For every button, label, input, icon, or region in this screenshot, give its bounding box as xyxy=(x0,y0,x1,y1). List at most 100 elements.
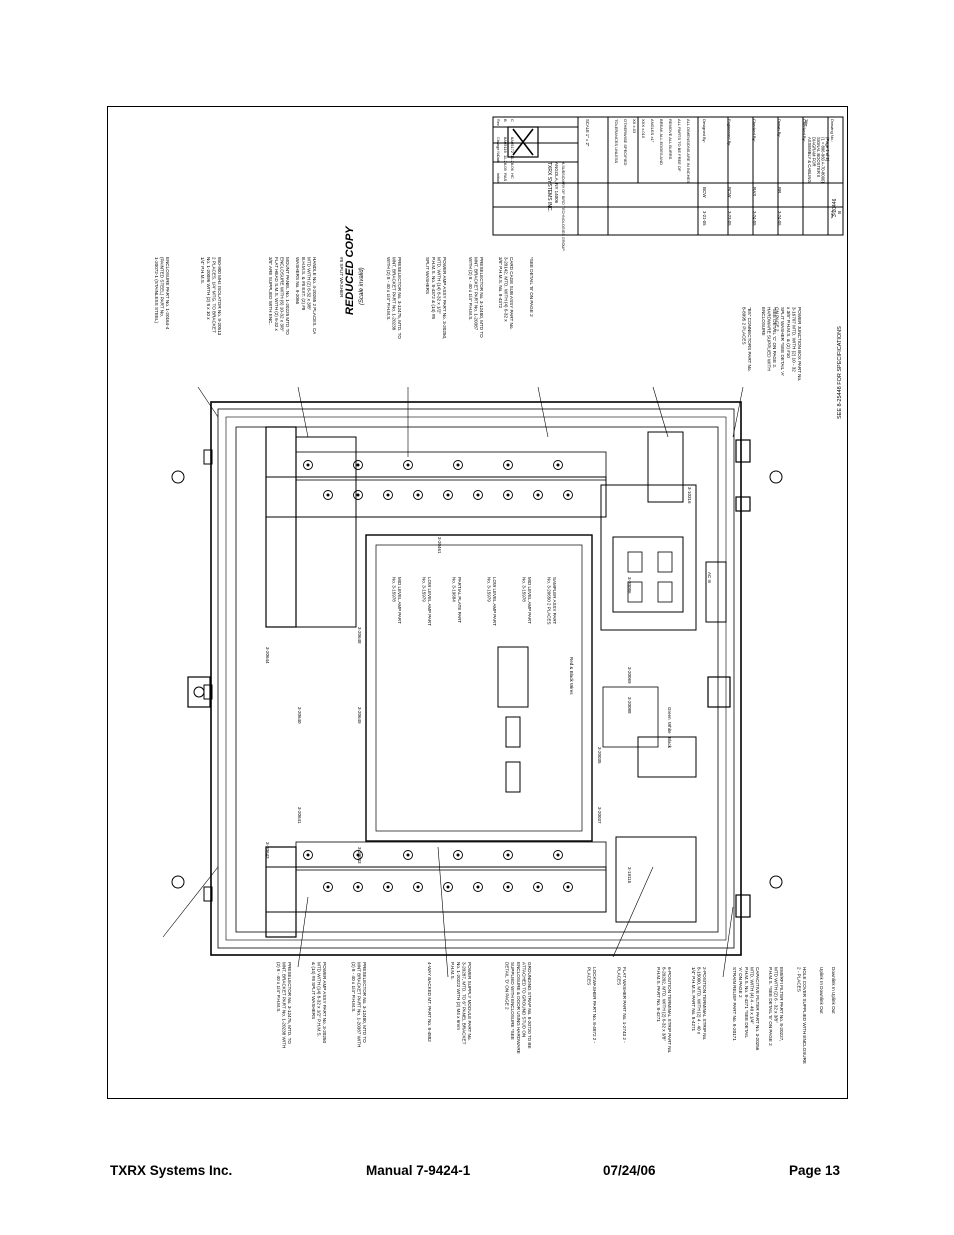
svg-text:EMI/RFI FILTER PART No. 8-2022: EMI/RFI FILTER PART No. 8-20227, xyxy=(779,967,784,1041)
svg-text:2 PLACES. 1/4" MTG. TO BRACKET: 2 PLACES. 1/4" MTG. TO BRACKET xyxy=(211,257,216,333)
svg-text:3-24-05: 3-24-05 xyxy=(777,211,782,226)
screw-center xyxy=(456,853,460,857)
svg-text:HANDLE No. 4-20265 2 PLACES. C: HANDLE No. 4-20265 2 PLACES. CA xyxy=(312,257,317,335)
svg-text:4-WAY BACKED MT. PART No. 8-48: 4-WAY BACKED MT. PART No. 8-4882 xyxy=(427,962,432,1042)
svg-text:Change No.: Change No. xyxy=(496,137,500,157)
screw-center xyxy=(556,853,560,857)
tolerance-line: ANGLES ±1° xyxy=(650,119,655,143)
callouts-top: ENCLOSURE PART No. 1-20164-4(PAINTED STE… xyxy=(154,257,534,339)
svg-text:POWER AMP ASSY PART No. 3-2025: POWER AMP ASSY PART No. 3-20250 xyxy=(322,962,327,1043)
svg-text:#8 SPLIT WASHER: #8 SPLIT WASHER xyxy=(339,257,344,298)
tolerance-line: TOLERANCES UNLESS xyxy=(614,119,619,163)
screw-center xyxy=(506,493,510,497)
callout-bottom-15: Downlink In Uplink Out xyxy=(831,967,836,1014)
screw-head xyxy=(533,882,543,892)
svg-text:8-15000, MTD. WITH (2) 4 - 40: 8-15000, MTD. WITH (2) 4 - 40 x xyxy=(696,967,701,1035)
svg-text:2-POSITION TERMINAL STRIP No.: 2-POSITION TERMINAL STRIP No. xyxy=(702,967,707,1040)
svg-text:3-20648: 3-20648 xyxy=(357,627,362,644)
cable-tag: 3-20643 xyxy=(265,842,270,859)
svg-text:PRESELECTOR No. 3-12480, MTD T: PRESELECTOR No. 3-12480, MTD TO xyxy=(479,257,484,338)
svg-text:PARTIAL PLATE PART: PARTIAL PLATE PART xyxy=(457,577,462,623)
svg-text:3-20641: 3-20641 xyxy=(297,807,302,824)
screw-center xyxy=(506,853,510,857)
screw-center xyxy=(556,463,560,467)
svg-text:Green: Green xyxy=(667,707,672,720)
screw-head xyxy=(403,850,413,860)
screw-head xyxy=(503,490,513,500)
svg-text:3-20142. MTD. WITH (4) 6-32 x: 3-20142. MTD. WITH (4) 6-32 x xyxy=(503,257,508,322)
svg-text:ALL DIMENSIONS ARE IN INCHES: ALL DIMENSIONS ARE IN INCHES xyxy=(686,119,691,183)
rev-cell: B xyxy=(503,119,508,122)
svg-text:C: C xyxy=(510,119,515,122)
svg-text:3-20643: 3-20643 xyxy=(265,842,270,859)
cable-tag: 3-20088 xyxy=(627,697,632,714)
footer-manual-number: Manual 7-9424-1 xyxy=(366,1163,471,1178)
svg-text:HOLE COVER SUPPLIED WITH ENCLO: HOLE COVER SUPPLIED WITH ENCLOSURE xyxy=(802,967,807,1064)
svg-text:3-20640: 3-20640 xyxy=(297,707,302,724)
rev-cell: RAS xyxy=(503,173,508,182)
svg-text:'A' ON PAGE 2: 'A' ON PAGE 2 xyxy=(738,967,743,998)
svg-text:ENCLOSURE PART No. 1-20164-4: ENCLOSURE PART No. 1-20164-4 xyxy=(165,257,170,330)
svg-text:POWER JUNCTION BOX PART No.: POWER JUNCTION BOX PART No. xyxy=(797,307,802,381)
screw-head xyxy=(353,460,363,470)
callout-bottom-3: 4-WAY BACKED MT. PART No. 8-4882 xyxy=(427,962,432,1042)
title-label: Title: xyxy=(804,119,809,128)
svg-text:OTHERWISE SPECIFIED: OTHERWISE SPECIFIED xyxy=(623,119,628,165)
svg-text:MTD. WITH (14) 8-32 x 1/2": MTD. WITH (14) 8-32 x 1/2" xyxy=(436,257,441,314)
screw-head xyxy=(383,490,393,500)
svg-text:No. 3-15978: No. 3-15978 xyxy=(392,577,397,602)
screw-head xyxy=(303,460,313,470)
rev-cell: C xyxy=(510,119,515,122)
svg-text:PLACES: PLACES xyxy=(586,967,591,985)
svg-text:8-8995 2 PLACES: 8-8995 2 PLACES xyxy=(741,307,746,345)
svg-text:MTD. WITH (4) 4 - 40 x 1/4": MTD. WITH (4) 4 - 40 x 1/4" xyxy=(749,967,754,1024)
svg-text:3-20035: 3-20035 xyxy=(597,747,602,764)
svg-text:DIAGRAM FOR: DIAGRAM FOR xyxy=(812,137,817,167)
svg-text:3-20644: 3-20644 xyxy=(265,647,270,664)
cable-tag: 3-19115 xyxy=(627,867,632,884)
callout-bottom-9: 2-POSITION TERMINAL STRIP No.8-15000, MT… xyxy=(691,967,707,1040)
cable-tag: 3-10316 xyxy=(687,487,692,504)
signoff-date: 3-24-05 xyxy=(752,211,757,226)
rev-cell: 11-28-06 xyxy=(510,155,515,171)
screw-head xyxy=(443,490,453,500)
svg-text:8-20202, MTD. WITH (2) 6-32 x: 8-20202, MTD. WITH (2) 6-32 x 3/8" xyxy=(661,967,666,1041)
svg-text:ENCLOSURE WITH (6) 10-32 x 3/8: ENCLOSURE WITH (6) 10-32 x 3/8" xyxy=(279,257,284,332)
svg-text:ASSEMBLY & CABLING: ASSEMBLY & CABLING xyxy=(807,137,812,183)
screw-center xyxy=(356,493,360,497)
svg-text:11-28-06: 11-28-06 xyxy=(510,155,515,171)
svg-text:ATTACHED TO GROUND STUD ON: ATTACHED TO GROUND STUD ON xyxy=(521,962,526,1037)
cable-tag: 3-20069 xyxy=(627,667,632,684)
svg-text:Checked By:: Checked By: xyxy=(802,119,807,142)
svg-text:1/4" P.H.M.S.: 1/4" P.H.M.S. xyxy=(200,257,205,284)
svg-text:MTD WITH (2) 8-32 x 3/8": MTD WITH (2) 8-32 x 3/8" xyxy=(306,257,311,311)
leader-lines xyxy=(162,386,744,978)
svg-text:FLAT HEAD S.M.S. WITH (2) 6-32: FLAT HEAD S.M.S. WITH (2) 6-32 x xyxy=(274,257,279,332)
svg-text:MTD WITH (14) 8-32 x 1/2" P.H.: MTD WITH (14) 8-32 x 1/2" P.H.M.S. xyxy=(316,962,321,1037)
screw-head xyxy=(473,490,483,500)
screw-head xyxy=(533,490,543,500)
svg-text:ON PAGE 2: ON PAGE 2 xyxy=(775,307,780,332)
screw-head xyxy=(563,882,573,892)
svg-text:Designed By:: Designed By: xyxy=(702,119,707,143)
callout-bottom-4: POWER SUPPLY MODULE PART No.3-20287, MTD… xyxy=(450,962,472,1045)
svg-text:TXRX SYSTEMS INC.: TXRX SYSTEMS INC. xyxy=(546,162,552,212)
svg-text:BCW: BCW xyxy=(727,187,732,198)
svg-text:No. 3-19684: No. 3-19684 xyxy=(452,577,457,602)
signoff-name: RAS xyxy=(752,187,757,196)
company-subsidiary: A SUBSIDIARY OF BIRD TECHNOLOGIES GROUP xyxy=(561,162,565,251)
callout-bottom-6: LOCKWASHER PART No. 8-4872 2 -PLACES xyxy=(586,967,597,1044)
svg-text:Rev.: Rev. xyxy=(830,211,835,219)
callout-bottom-7: FLAT WASHER PART No. 1-2743 2 -PLACES xyxy=(616,967,627,1043)
svg-text:*SEE DETAIL 'B' ON PAGE 2: *SEE DETAIL 'B' ON PAGE 2 xyxy=(529,257,534,317)
svg-text:LOW LEVEL AMP PART: LOW LEVEL AMP PART xyxy=(427,577,432,626)
screw-head xyxy=(453,460,463,470)
rev-cell: 11-28-05 xyxy=(503,155,508,171)
callout-bottom-12: EMI/RFI FILTER PART No. 8-20227,MTD WITH… xyxy=(768,967,784,1046)
svg-text:No. 3-15979: No. 3-15979 xyxy=(487,577,492,602)
